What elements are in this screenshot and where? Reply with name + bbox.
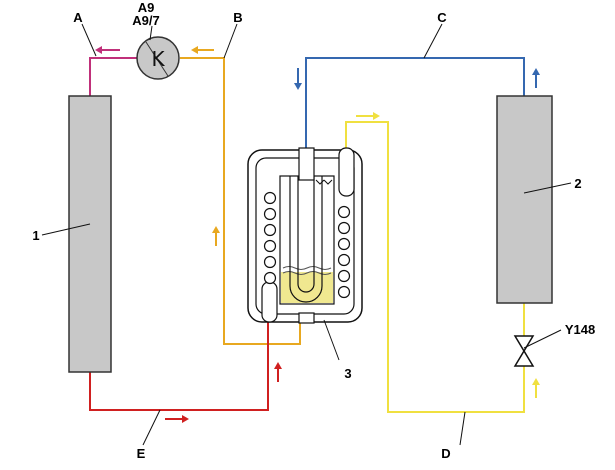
pipe-b (180, 57, 301, 345)
cylinder-1 (68, 95, 112, 373)
label-a9: A9 (138, 0, 155, 15)
label-c: C (437, 10, 447, 25)
compressor-label: K (151, 47, 165, 71)
accumulator-3 (247, 147, 363, 324)
label-2: 2 (574, 176, 581, 191)
label-a: A (73, 10, 83, 25)
pipe-e (89, 310, 269, 411)
label-1: 1 (32, 228, 39, 243)
label-b: B (233, 10, 242, 25)
flow-arrow-icon (95, 46, 540, 423)
label-e: E (137, 446, 146, 461)
compressor-k-icon: K (136, 36, 180, 80)
expansion-valve-icon (513, 335, 535, 367)
pipe-a (89, 57, 138, 96)
pipe-c (305, 57, 525, 148)
pipe-d (345, 121, 525, 413)
label-3: 3 (344, 366, 351, 381)
label-a9-7: A9/7 (132, 13, 159, 28)
leader-lines (41, 23, 572, 446)
cylinder-2 (496, 95, 553, 304)
label-y148: Y148 (565, 322, 595, 337)
label-d: D (441, 446, 450, 461)
